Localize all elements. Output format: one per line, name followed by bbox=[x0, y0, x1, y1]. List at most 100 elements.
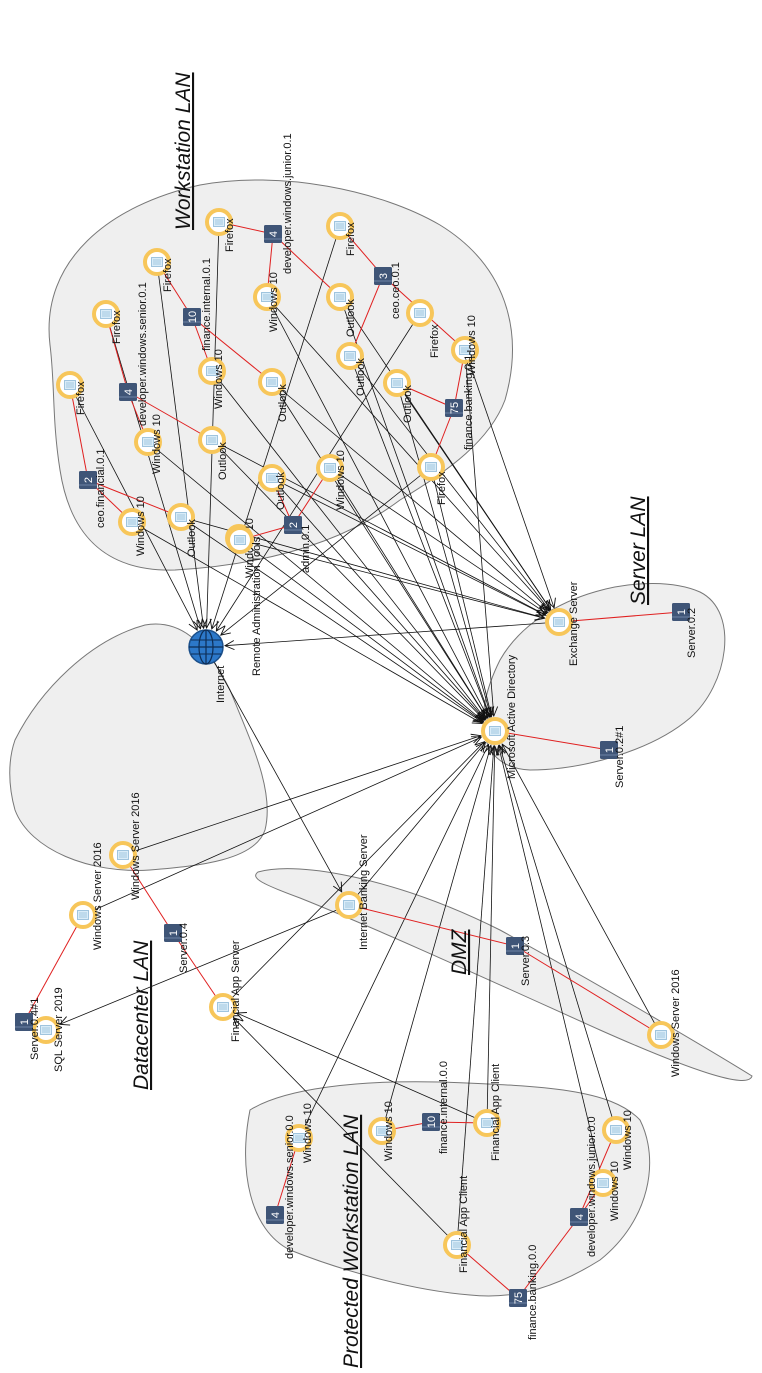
link-dmz_ws-h_srv03 bbox=[514, 945, 662, 1036]
node-ws_ff5[interactable]: Firefox bbox=[326, 212, 357, 256]
document-icon bbox=[343, 900, 355, 910]
node-p_w1[interactable]: Windows 10 bbox=[368, 1101, 396, 1161]
node-ws_rat[interactable]: Remote Administration Tools bbox=[226, 526, 263, 676]
edge-ws_ff5-to-internet bbox=[212, 225, 341, 629]
edge-ws_ol3-to-exchange bbox=[271, 381, 548, 612]
edge-ws_ff2-to-internet bbox=[105, 313, 201, 629]
node-label: Firefox bbox=[75, 381, 87, 415]
node-label: developer.windows.junior.0.1 bbox=[282, 133, 294, 274]
server-icon bbox=[374, 267, 392, 285]
document-icon bbox=[261, 292, 273, 302]
node-p_fac1[interactable]: Financial App Client bbox=[443, 1176, 471, 1273]
node-p_w3[interactable]: Windows 10 bbox=[602, 1110, 634, 1170]
node-label: developer.windows.senior.0.1 bbox=[137, 282, 149, 426]
node-dc_ws2[interactable]: Windows Server 2016 bbox=[69, 842, 104, 950]
document-icon bbox=[175, 512, 187, 522]
node-ws_ff1[interactable]: Firefox bbox=[56, 371, 87, 415]
node-dc_fas[interactable]: Financial App Server bbox=[209, 940, 242, 1042]
zone-label-dc: Datacenter LAN bbox=[130, 940, 153, 1090]
node-ws_w3[interactable]: Windows 10 bbox=[198, 349, 226, 409]
node-ws_ol2[interactable]: Outlook bbox=[198, 426, 229, 480]
node-ws_w6[interactable]: Windows 10 bbox=[451, 315, 479, 375]
node-label: finance.internal.0.1 bbox=[201, 258, 213, 351]
node-dmz_ibs[interactable]: Internet Banking Server bbox=[335, 834, 370, 950]
document-icon bbox=[610, 1125, 622, 1135]
node-ws_ol4[interactable]: Outlook bbox=[258, 464, 287, 510]
node-label: Firefox bbox=[111, 310, 123, 344]
node-ws_ol6[interactable]: Outlook bbox=[336, 342, 367, 396]
node-ws_ol1[interactable]: Outlook bbox=[167, 503, 198, 557]
link-ws_ff1-h_fin01 bbox=[69, 384, 89, 481]
node-ws_w2[interactable]: Windows 10 bbox=[134, 414, 163, 474]
edge-ws_ol3-to-ad bbox=[271, 381, 487, 718]
node-ws_ol3[interactable]: Outlook bbox=[258, 368, 289, 422]
node-ws_ff4[interactable]: Firefox bbox=[205, 208, 236, 252]
server-icon bbox=[570, 1208, 588, 1226]
server-icon bbox=[164, 924, 182, 942]
host-count: 10 bbox=[426, 1116, 438, 1128]
node-dc_ws1[interactable]: Windows Server 2016 bbox=[109, 792, 142, 900]
node-internet[interactable]: Internet bbox=[188, 629, 227, 703]
host-count: 75 bbox=[513, 1292, 525, 1304]
server-icon bbox=[445, 399, 463, 417]
host-count: 2 bbox=[288, 522, 300, 528]
node-ws_ff2[interactable]: Firefox bbox=[92, 300, 123, 344]
zone-label-ws: Workstation LAN bbox=[172, 72, 195, 230]
server-icon bbox=[15, 1013, 33, 1031]
link-dmz_ibs-h_srv03 bbox=[348, 904, 516, 947]
node-dc_sql[interactable]: SQL Server 2019 bbox=[32, 987, 65, 1072]
node-exchange[interactable]: Exchange Server bbox=[545, 581, 580, 666]
edge-p_w2-to-ad bbox=[298, 745, 489, 1139]
edge-dmz_ibs-to-ad bbox=[348, 743, 485, 906]
edge-p_fac2-to-dc_fas bbox=[237, 1013, 488, 1124]
edge-ws_w4-to-ad bbox=[266, 296, 488, 718]
node-label: ceo.financial.0.1 bbox=[95, 449, 107, 529]
node-label: Financial App Client bbox=[490, 1064, 502, 1161]
document-icon bbox=[234, 535, 246, 545]
node-ws_w1[interactable]: Windows 10 bbox=[118, 496, 147, 556]
document-icon bbox=[324, 463, 336, 473]
document-icon bbox=[334, 292, 346, 302]
node-p_w4[interactable]: Windows 10 bbox=[589, 1161, 621, 1221]
node-ws_ff3[interactable]: Firefox bbox=[143, 248, 174, 292]
node-ws_ol5[interactable]: Outlook bbox=[326, 283, 357, 337]
edge-ws_ol2-to-ad bbox=[211, 439, 485, 720]
link-ws_ol5-h_devjun01 bbox=[272, 233, 341, 298]
node-ad[interactable]: Microsoft Active Directory bbox=[481, 654, 518, 779]
node-label: Windows 10 bbox=[151, 414, 163, 474]
server-icon bbox=[600, 741, 618, 759]
edge-ws_w3-to-ad bbox=[211, 370, 486, 719]
node-ws_w5[interactable]: Windows 10 bbox=[316, 450, 347, 510]
node-label: Server.0.4 bbox=[178, 923, 190, 973]
node-p_w2[interactable]: Windows 10 bbox=[285, 1103, 314, 1163]
node-label: Exchange Server bbox=[568, 581, 580, 666]
node-label: Windows Server 2016 bbox=[670, 969, 682, 1077]
node-ws_ff6[interactable]: Firefox bbox=[406, 299, 441, 358]
node-label: Outlook bbox=[355, 358, 367, 396]
server-icon bbox=[672, 603, 690, 621]
node-ws_ffb[interactable]: Firefox bbox=[417, 453, 448, 505]
server-icon bbox=[509, 1289, 527, 1307]
node-dmz_ws[interactable]: Windows Server 2016 bbox=[647, 969, 682, 1077]
node-ws_w4[interactable]: Windows 10 bbox=[253, 272, 281, 332]
node-ws_ol7[interactable]: Outlook bbox=[383, 369, 414, 423]
edge-ws_w5-to-exchange bbox=[329, 467, 547, 614]
node-p_fac2[interactable]: Financial App Client bbox=[473, 1064, 502, 1161]
